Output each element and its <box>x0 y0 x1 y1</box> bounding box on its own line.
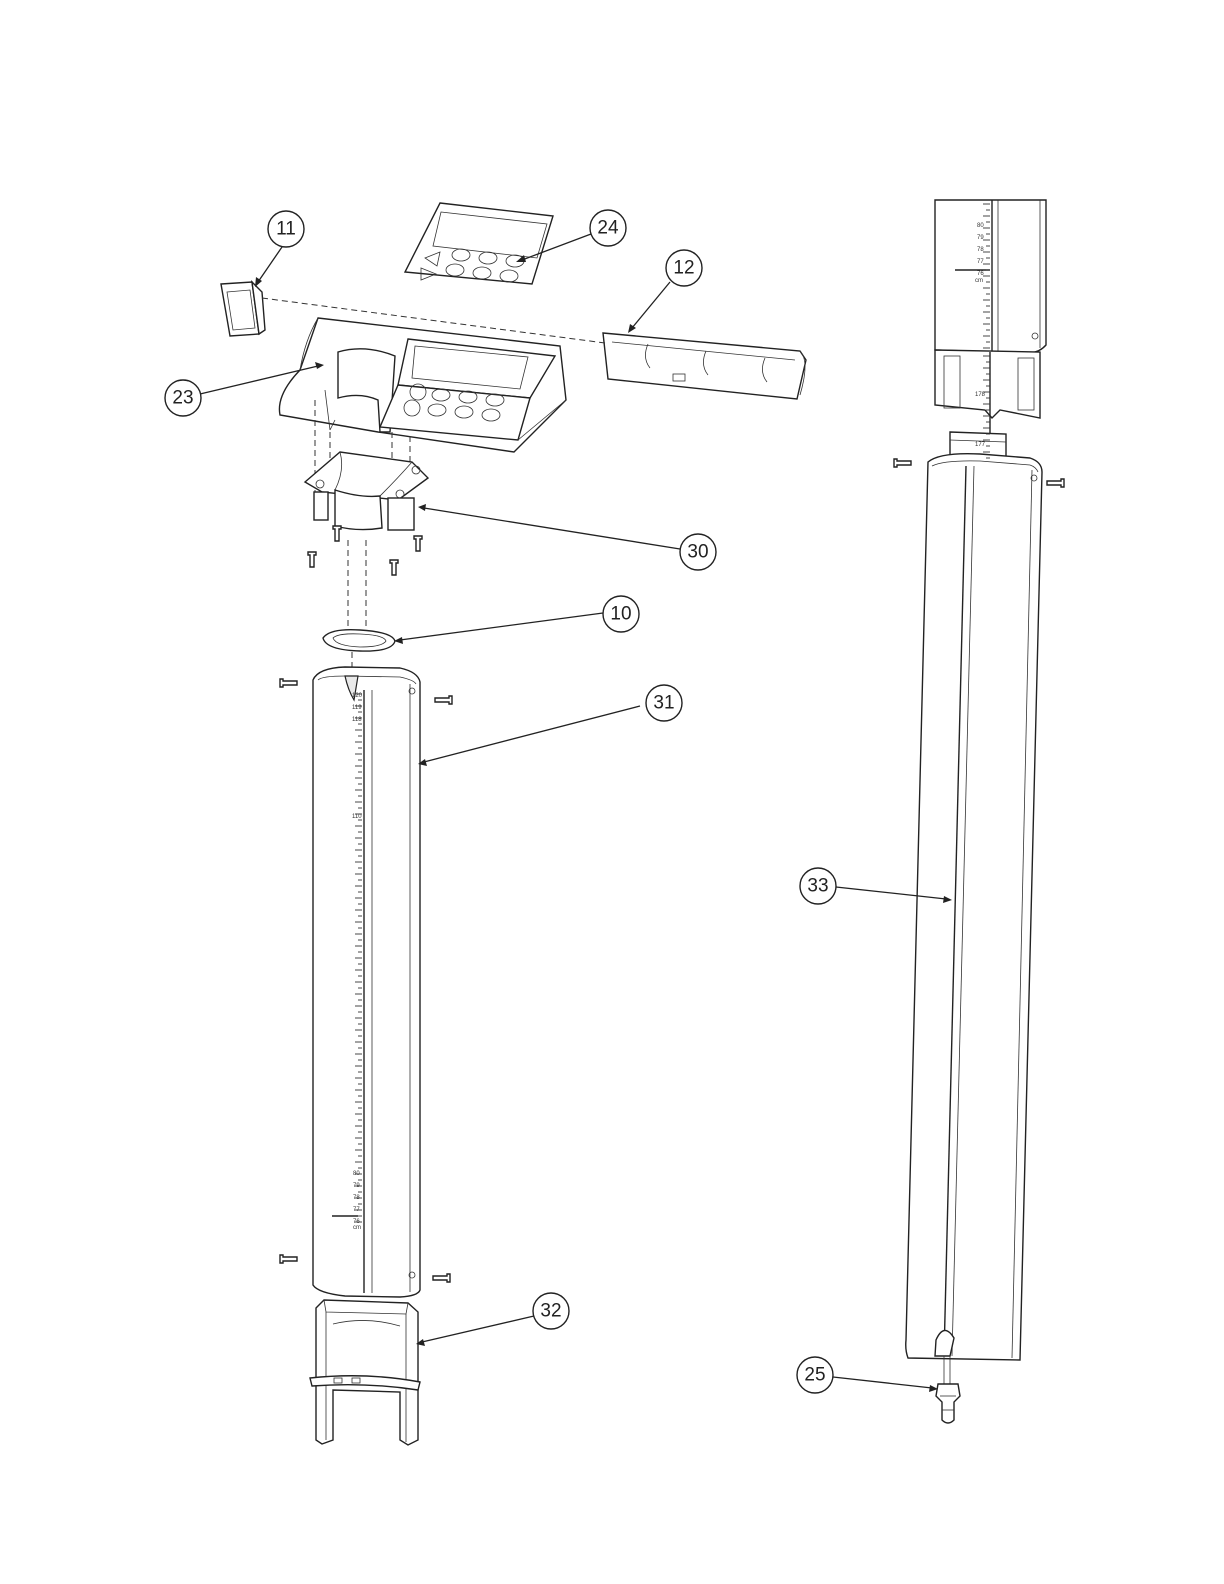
callout-24: 24 <box>590 210 626 246</box>
scale-label: 177 <box>975 442 986 448</box>
callout-number: 11 <box>276 219 296 240</box>
scale-label: 80 <box>977 223 984 229</box>
scale-label: 78 <box>353 1195 360 1201</box>
part-24-keypad-overlay <box>405 203 553 284</box>
bracket-screws <box>308 526 422 575</box>
callout-number: 24 <box>597 218 619 239</box>
callout-number: 12 <box>673 258 694 279</box>
part-32-base-bracket <box>310 1300 420 1445</box>
scale-label: 79 <box>977 235 984 241</box>
part-25-connector <box>936 1356 960 1423</box>
part-31-lower-column <box>313 667 420 1297</box>
part-33-upper-column <box>906 200 1046 1360</box>
scale-label: 120 <box>352 693 363 699</box>
scale-label: 78 <box>977 247 984 253</box>
part-30-mounting-bracket <box>305 452 428 530</box>
scale-label: 80 <box>353 1171 360 1177</box>
callout-10: 10 <box>603 596 639 632</box>
part-11-end-cap <box>221 282 265 336</box>
callout-number: 33 <box>807 876 828 897</box>
scale-label: 77 <box>977 259 984 265</box>
callout-12: 12 <box>666 250 702 286</box>
scale-label: cm <box>353 1225 361 1231</box>
scale-label: 110 <box>352 814 362 820</box>
part-23-head-housing <box>279 318 566 452</box>
scale-label: 79 <box>353 1183 360 1189</box>
callout-11: 11 <box>268 211 304 247</box>
scale-label: 76 <box>977 271 984 277</box>
callout-number: 10 <box>610 604 631 625</box>
callout-33: 33 <box>800 868 836 904</box>
callout-31: 31 <box>646 685 682 721</box>
scale-label: 77 <box>353 1207 360 1213</box>
callout-23: 23 <box>165 380 201 416</box>
part-10-gasket <box>323 630 395 651</box>
callout-30: 30 <box>680 534 716 570</box>
scale-label: 178 <box>975 392 986 398</box>
part-12-rear-cover <box>603 333 806 399</box>
callout-number: 23 <box>172 388 193 409</box>
callout-number: 30 <box>687 542 708 563</box>
scale-label: cm <box>975 278 983 284</box>
scale-label: 119 <box>352 705 362 711</box>
callout-32: 32 <box>533 1293 569 1329</box>
callout-number: 25 <box>804 1365 825 1386</box>
callout-25: 25 <box>797 1357 833 1393</box>
callout-number: 31 <box>653 693 674 714</box>
scale-label: 118 <box>352 717 362 723</box>
callout-number: 32 <box>540 1301 561 1322</box>
